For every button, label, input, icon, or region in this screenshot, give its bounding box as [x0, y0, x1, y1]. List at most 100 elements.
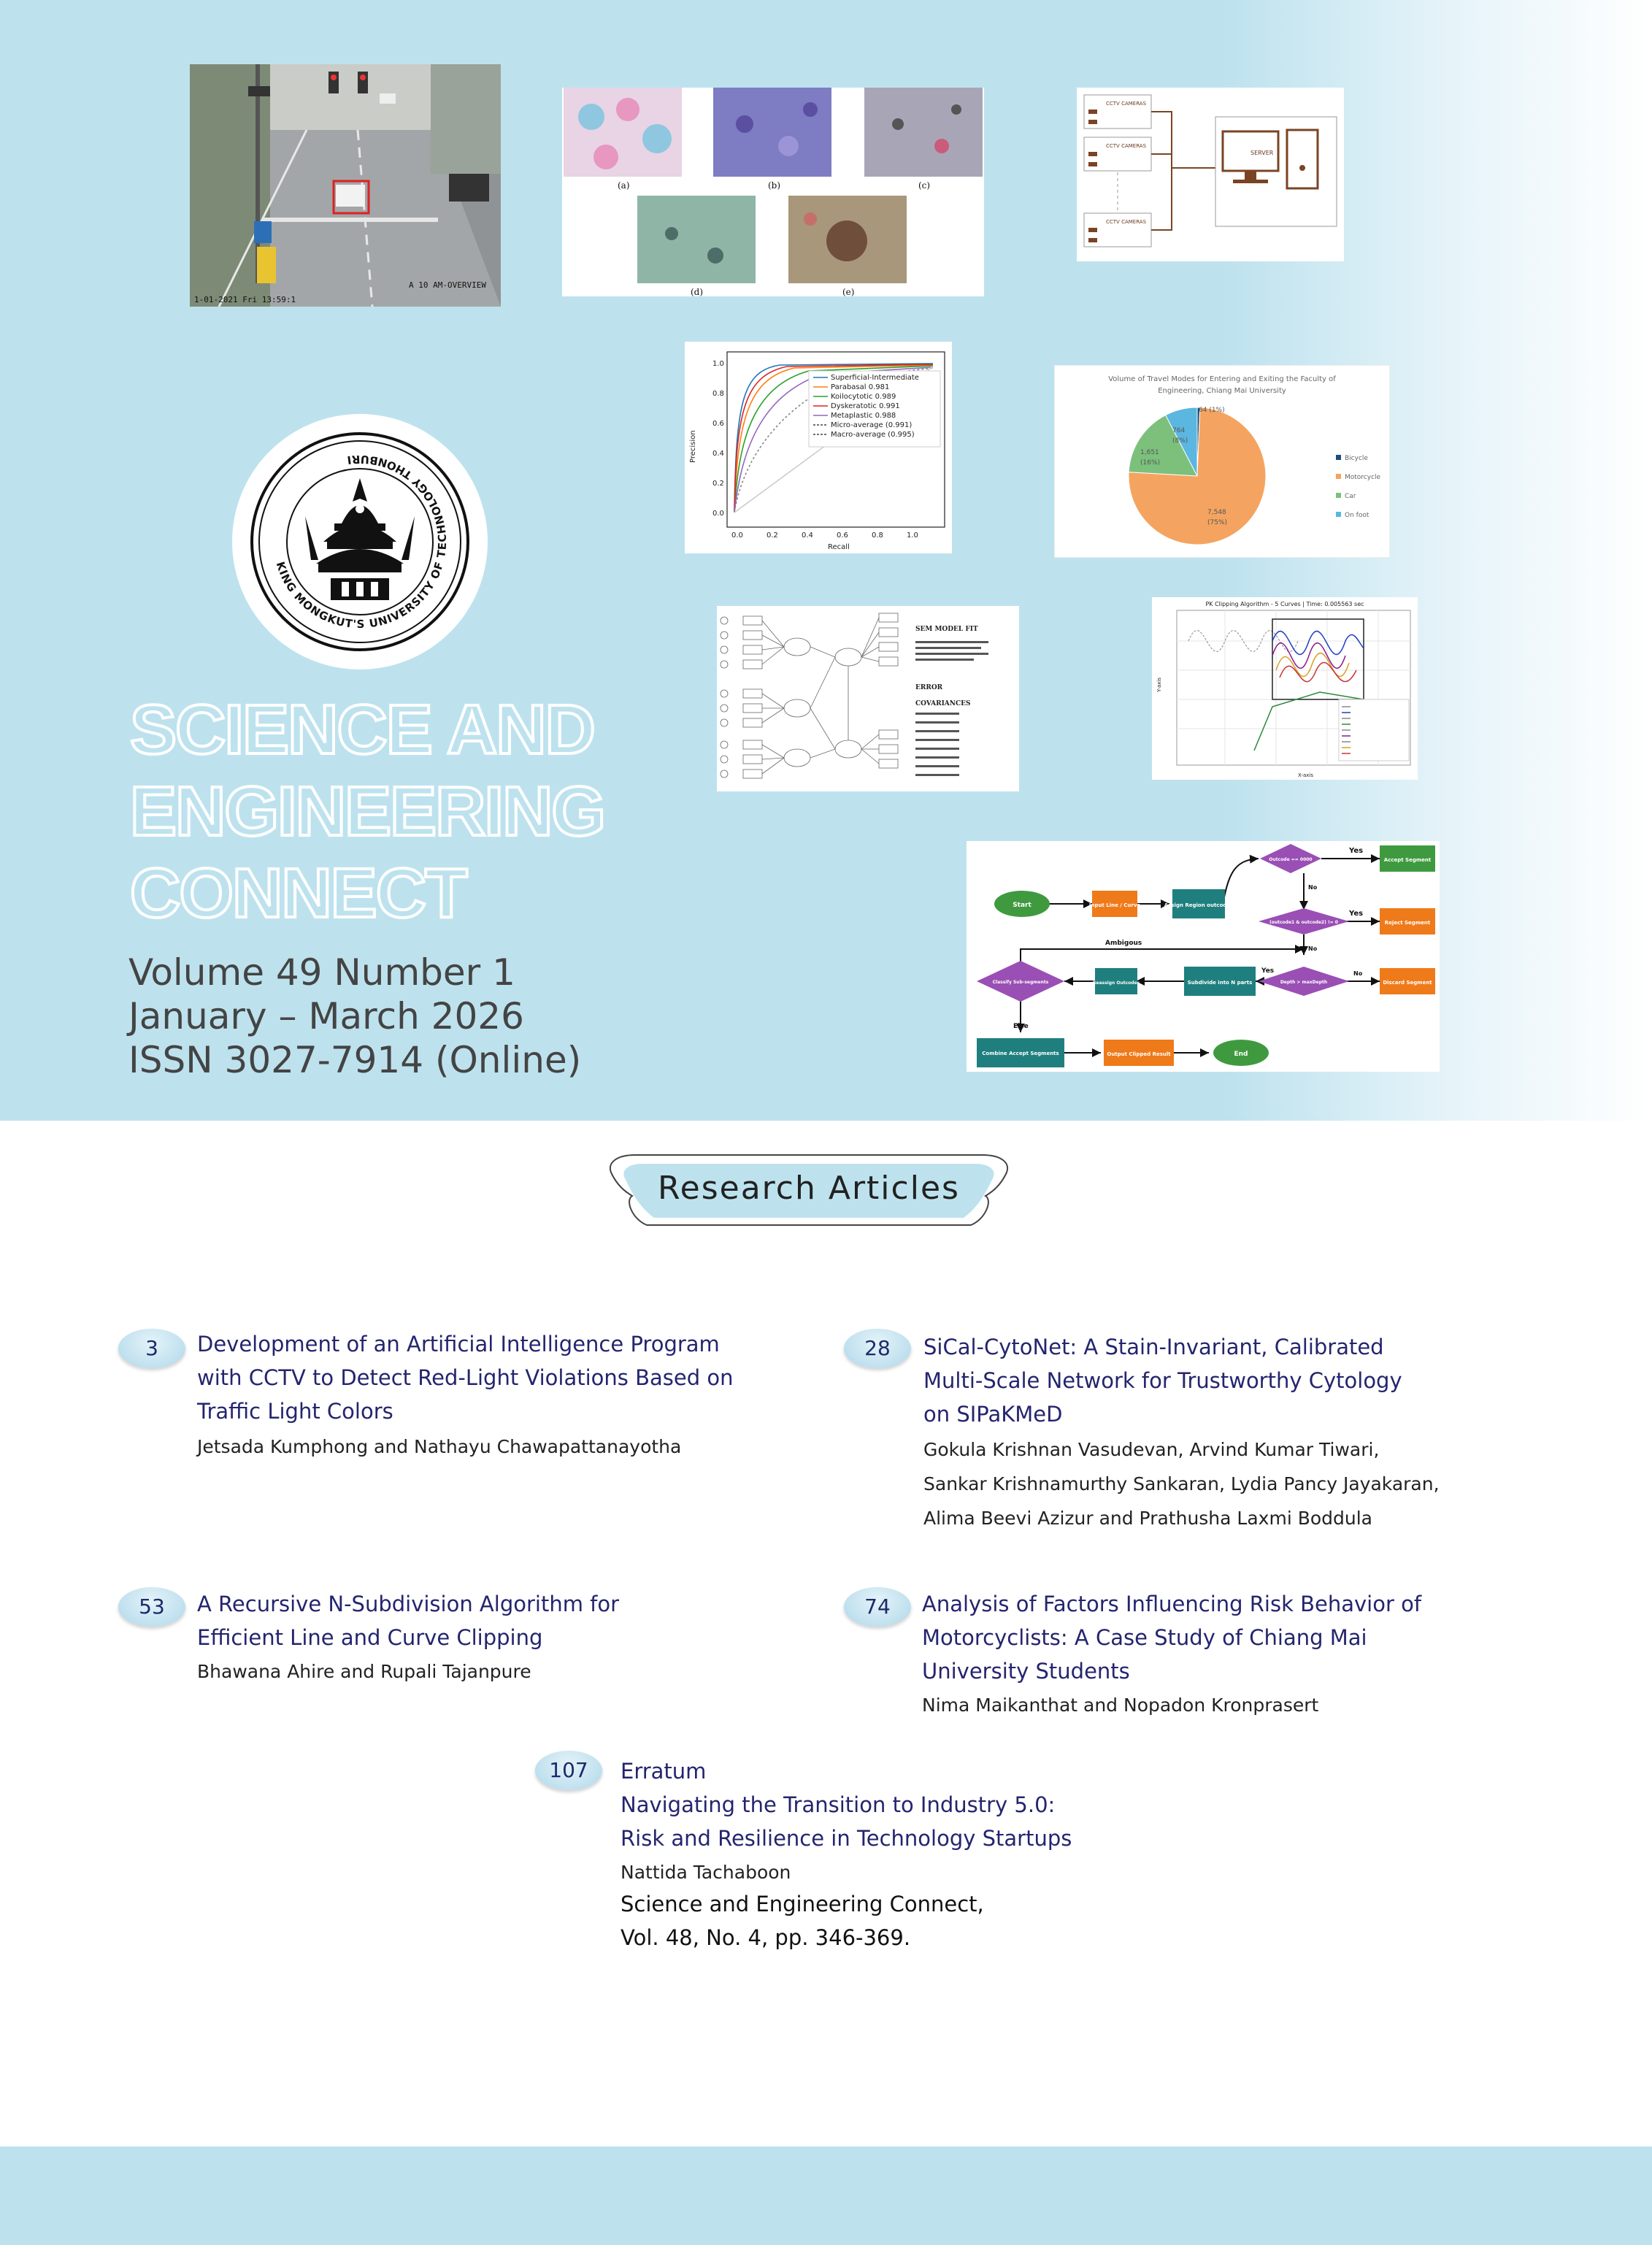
university-seal-icon: KING MONGKUT'S UNIVERSITY OF TECHNOLOGY …: [250, 432, 469, 651]
article-title-line: University Students: [922, 1659, 1130, 1684]
pie-slice-car: [1128, 414, 1198, 477]
precision-recall-chart: 0.0 0.2 0.4 0.6 0.8 1.0 0.0 0.2 0.4 0.6 …: [685, 342, 952, 553]
section-title: Research Articles: [658, 1170, 960, 1207]
flow-node-discard: Discard Segment: [1383, 980, 1432, 986]
cctv-diagram-figure: CCTV CAMERAS CCTV CAMERAS CCTV CAMERAS S…: [1077, 88, 1344, 261]
cover-section: 1-01-2021 Fri 13:59:1 A 10 AM-OVERVIEW (…: [0, 0, 1652, 1121]
flow-node-assign: Assign Region outcodes: [1164, 902, 1233, 908]
article-author-line: Jetsada Kumphong and Nathayu Chawapattan…: [197, 1436, 682, 1457]
research-articles-banner: [610, 1154, 1008, 1226]
article-title-line: Multi-Scale Network for Trustworthy Cyto…: [923, 1368, 1402, 1393]
roc-xtick-2: 0.4: [802, 531, 813, 540]
article-page-badge[interactable]: 74: [844, 1587, 911, 1627]
pie-legend-swatch: [1336, 455, 1341, 460]
cctv-label-2: CCTV CAMERAS: [1106, 143, 1147, 149]
pie-label-car-pct: (16%): [1140, 459, 1160, 467]
roc-xtick-1: 0.2: [767, 531, 778, 540]
flow-node-end: End: [1234, 1051, 1248, 1058]
roc-xtick-4: 0.8: [872, 531, 883, 540]
roc-legend-entry: Superficial-Intermediate: [831, 374, 919, 382]
cytology-label-b: (b): [768, 180, 780, 191]
pie-legend-swatch: [1336, 474, 1341, 479]
pie-title-line-2: Engineering, Chiang Mai University: [1158, 387, 1286, 395]
cctv-label-1: CCTV CAMERAS: [1106, 101, 1147, 107]
article-page-badge[interactable]: 3: [118, 1329, 185, 1368]
pie-legend-swatch: [1336, 512, 1341, 517]
sem-covariances-label: COVARIANCES: [915, 700, 971, 707]
article-author-line: Nattida Tachaboon: [621, 1862, 791, 1883]
cytology-label-d: (d): [691, 287, 703, 296]
flow-node-reject: Reject Segment: [1385, 920, 1431, 926]
sem-error-label: ERROR: [915, 684, 943, 691]
traffic-timestamp: 1-01-2021 Fri 13:59:1: [194, 295, 296, 304]
article-title-line: Risk and Resilience in Technology Startu…: [621, 1826, 1072, 1851]
roc-legend-entry: Koilocytotic 0.989: [831, 393, 896, 401]
pie-legend-entry: On foot: [1345, 512, 1369, 519]
traffic-camera-label: A 10 AM-OVERVIEW: [409, 280, 486, 290]
article-authors: Nima Maikanthat and Nopadon Kronprasert: [922, 1688, 1318, 1722]
flow-node-outcode-zero: Outcode == 0000: [1269, 857, 1312, 862]
pie-label-onfoot-count: 764: [1172, 427, 1185, 434]
server-label: SERVER: [1250, 150, 1274, 156]
roc-legend-entry: Macro-average (0.995): [831, 431, 915, 439]
article-title-line: Navigating the Transition to Industry 5.…: [621, 1792, 1056, 1817]
article-author-line: Sankar Krishnamurthy Sankaran, Lydia Pan…: [923, 1473, 1440, 1494]
article-authors: Bhawana Ahire and Rupali Tajanpure: [197, 1654, 531, 1689]
article-title[interactable]: A Recursive N-Subdivision Algorithm for …: [197, 1587, 619, 1654]
article-title-line: Traffic Light Colors: [197, 1399, 393, 1424]
roc-ytick-4: 0.8: [712, 390, 724, 398]
roc-ytick-3: 0.6: [712, 420, 724, 428]
article-author-line: Alima Beevi Azizur and Prathusha Laxmi B…: [923, 1508, 1373, 1529]
pie-label-motorcycle-count: 7,548: [1207, 509, 1226, 516]
cytology-label-a: (a): [618, 180, 630, 191]
flow-edge-yes-2: Yes: [1348, 910, 1363, 918]
flow-edge-no-1: No: [1308, 884, 1318, 891]
flow-node-input: Input Line / Curve: [1089, 902, 1141, 908]
issn: ISSN 3027-7914 (Online): [128, 1039, 582, 1081]
flow-node-classify: Classify Sub-segments: [993, 980, 1049, 985]
article-title-line: Development of an Artificial Intelligenc…: [197, 1332, 720, 1356]
flow-node-subdivide: Subdivide into N parts: [1188, 980, 1253, 986]
pie-title-line-1: Volume of Travel Modes for Entering and …: [1108, 375, 1336, 383]
pie-label-bicycle: 64 (1%): [1199, 407, 1225, 414]
flow-node-outcode-and: (outcode1 & outcode2) != 0: [1269, 920, 1338, 925]
pie-slice-on-foot: [1165, 407, 1198, 477]
pie-legend-entry: Car: [1345, 493, 1356, 500]
volume-number: Volume 49 Number 1: [128, 951, 515, 994]
pie-legend-entry: Bicycle: [1345, 455, 1368, 462]
flow-edge-no-2: No: [1308, 945, 1318, 952]
journal-title-line-1: SCIENCE AND: [128, 691, 597, 769]
article-title[interactable]: Development of an Artificial Intelligenc…: [197, 1327, 734, 1428]
article-title[interactable]: Erratum Navigating the Transition to Ind…: [621, 1754, 1072, 1855]
roc-xtick-3: 0.6: [837, 531, 848, 540]
roc-xlabel: Recall: [828, 543, 850, 551]
article-title-line: Efficient Line and Curve Clipping: [197, 1625, 543, 1650]
flow-node-output: Output Clipped Result: [1107, 1051, 1171, 1057]
erratum-reference: Science and Engineering Connect, Vol. 48…: [621, 1887, 984, 1954]
article-page-badge[interactable]: 107: [535, 1751, 602, 1790]
flow-node-accept: Accept Segment: [1384, 857, 1432, 863]
article-title[interactable]: SiCal-CytoNet: A Stain-Invariant, Calibr…: [923, 1330, 1402, 1431]
article-title-line: Erratum: [621, 1759, 707, 1784]
cytology-label-c: (c): [918, 180, 930, 191]
issue-date: January – March 2026: [128, 995, 524, 1037]
cytology-figure: (a) (b) (c) (d) (e): [562, 88, 984, 296]
clipping-plot-figure: PK Clipping Algorithm - 5 Curves | Time:…: [1152, 597, 1418, 780]
erratum-reference-line: Vol. 48, No. 4, pp. 346-369.: [621, 1925, 911, 1950]
roc-legend-entry: Dyskeratotic 0.991: [831, 402, 900, 410]
article-title[interactable]: Analysis of Factors Influencing Risk Beh…: [922, 1587, 1421, 1688]
roc-legend-entry: Parabasal 0.981: [831, 383, 889, 391]
cctv-camera-icon: [1088, 110, 1097, 242]
article-page-badge[interactable]: 53: [118, 1587, 185, 1627]
article-title-line: with CCTV to Detect Red-Light Violations…: [197, 1365, 734, 1390]
university-logo: KING MONGKUT'S UNIVERSITY OF TECHNOLOGY …: [232, 414, 488, 669]
roc-legend-entry: Micro-average (0.991): [831, 421, 912, 429]
article-author-line: Bhawana Ahire and Rupali Tajanpure: [197, 1661, 531, 1682]
flow-node-combine: Combine Accept Segments: [982, 1051, 1059, 1056]
flow-edge-else: Else: [1013, 1023, 1029, 1030]
article-page-badge[interactable]: 28: [844, 1329, 911, 1368]
journal-title-line-2: ENGINEERING: [128, 772, 607, 851]
pie-label-onfoot-pct: (8%): [1172, 437, 1188, 445]
article-author-line: Nima Maikanthat and Nopadon Kronprasert: [922, 1695, 1319, 1716]
flow-edge-no-3: No: [1353, 970, 1363, 977]
